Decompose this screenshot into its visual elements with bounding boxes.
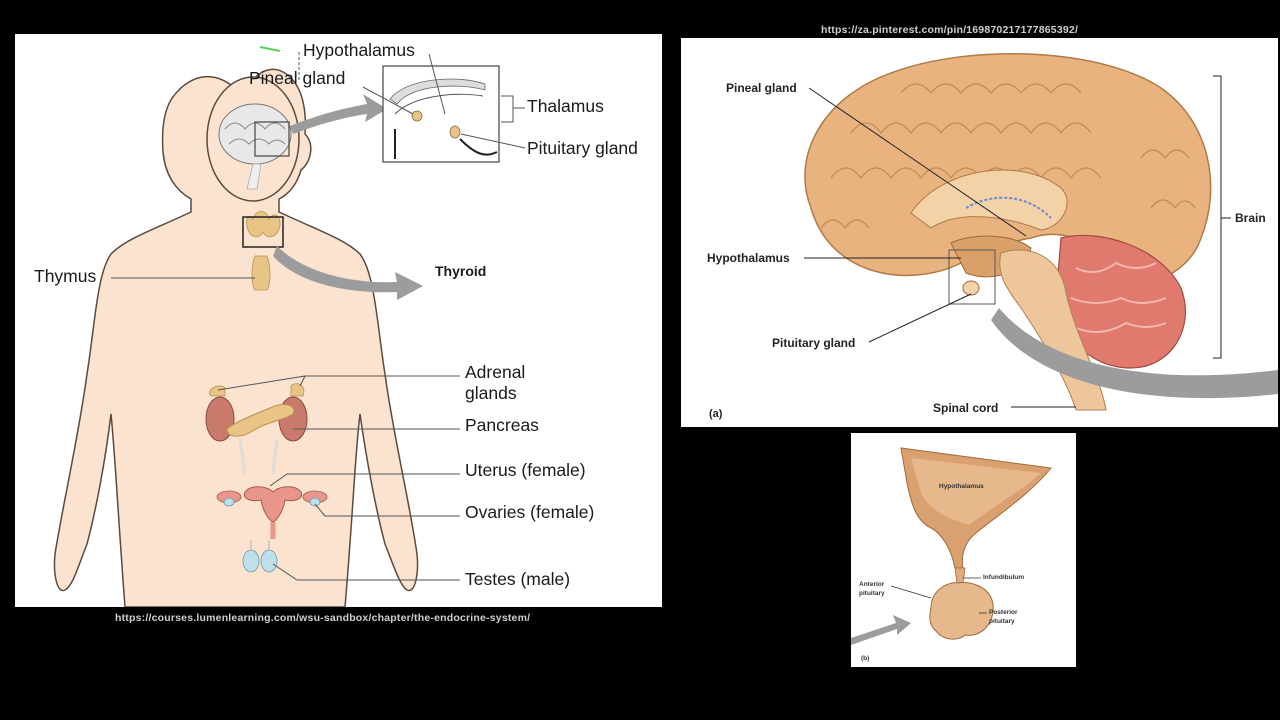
brain-arrow: [290, 94, 387, 134]
panel-a-label: (a): [709, 408, 723, 420]
label-anterior-1: Anterior: [859, 581, 885, 588]
body-silhouette: [53, 68, 419, 607]
label-testes: Testes (male): [465, 569, 571, 589]
label-ovaries: Ovaries (female): [465, 502, 595, 522]
pituitary-detail-diagram: Hypothalamus Infundibulum Anterior pitui…: [851, 433, 1076, 667]
uterus-organ: [243, 486, 303, 523]
label-thyroid: Thyroid: [435, 263, 487, 279]
label-anterior-2: pituitary: [859, 590, 885, 597]
label-pineal-gland: Pineal gland: [249, 68, 346, 88]
label-pituitary-gland: Pituitary gland: [527, 138, 638, 158]
label-pancreas: Pancreas: [465, 415, 539, 435]
testis-left: [242, 549, 260, 573]
label-hypothalamus: Hypothalamus: [303, 40, 415, 60]
pituitary-box: [948, 249, 996, 305]
body-illustration: [53, 46, 526, 607]
testis-right: [260, 549, 278, 573]
brain-focus-box: [254, 121, 290, 157]
thyroid-arrow: [273, 246, 423, 300]
label-pituitary-gland-right: Pituitary gland: [772, 336, 856, 350]
brain-sagittal-diagram: Pineal gland Hypothalamus Pituitary glan…: [681, 38, 1278, 427]
label-uterus: Uterus (female): [465, 460, 586, 480]
pituitary-illustration: [851, 447, 1052, 645]
label-spinal-cord: Spinal cord: [933, 401, 999, 415]
small-panel-arrow: [851, 615, 911, 645]
thymus-gland: [251, 255, 271, 291]
left-source-url: https://courses.lumenlearning.com/wsu-sa…: [115, 612, 531, 624]
pituitary-shape: [929, 582, 994, 640]
label-hypothalamus-small: Hypothalamus: [939, 483, 984, 490]
panel-b-label: (b): [861, 655, 870, 662]
label-posterior-1: Posterior: [989, 609, 1018, 616]
label-thymus: Thymus: [34, 266, 97, 286]
brain-illustration: [804, 52, 1278, 411]
endocrine-body-diagram: Hypothalamus Pineal gland Thalamus Pitui…: [15, 34, 662, 607]
label-thalamus: Thalamus: [527, 96, 604, 116]
label-adrenal-1: Adrenal: [465, 362, 526, 382]
panel-link-arrow: [991, 308, 1278, 399]
pancreas-organ: [226, 403, 295, 437]
label-brain: Brain: [1235, 211, 1266, 225]
label-hypothalamus-right: Hypothalamus: [707, 251, 790, 265]
right-source-url: https://za.pinterest.com/pin/16987021717…: [821, 24, 1079, 36]
label-pineal-gland-right: Pineal gland: [726, 81, 797, 95]
label-posterior-2: pituitary: [989, 618, 1015, 625]
label-infundibulum: Infundibulum: [983, 574, 1025, 581]
label-adrenal-2: glands: [465, 383, 517, 403]
